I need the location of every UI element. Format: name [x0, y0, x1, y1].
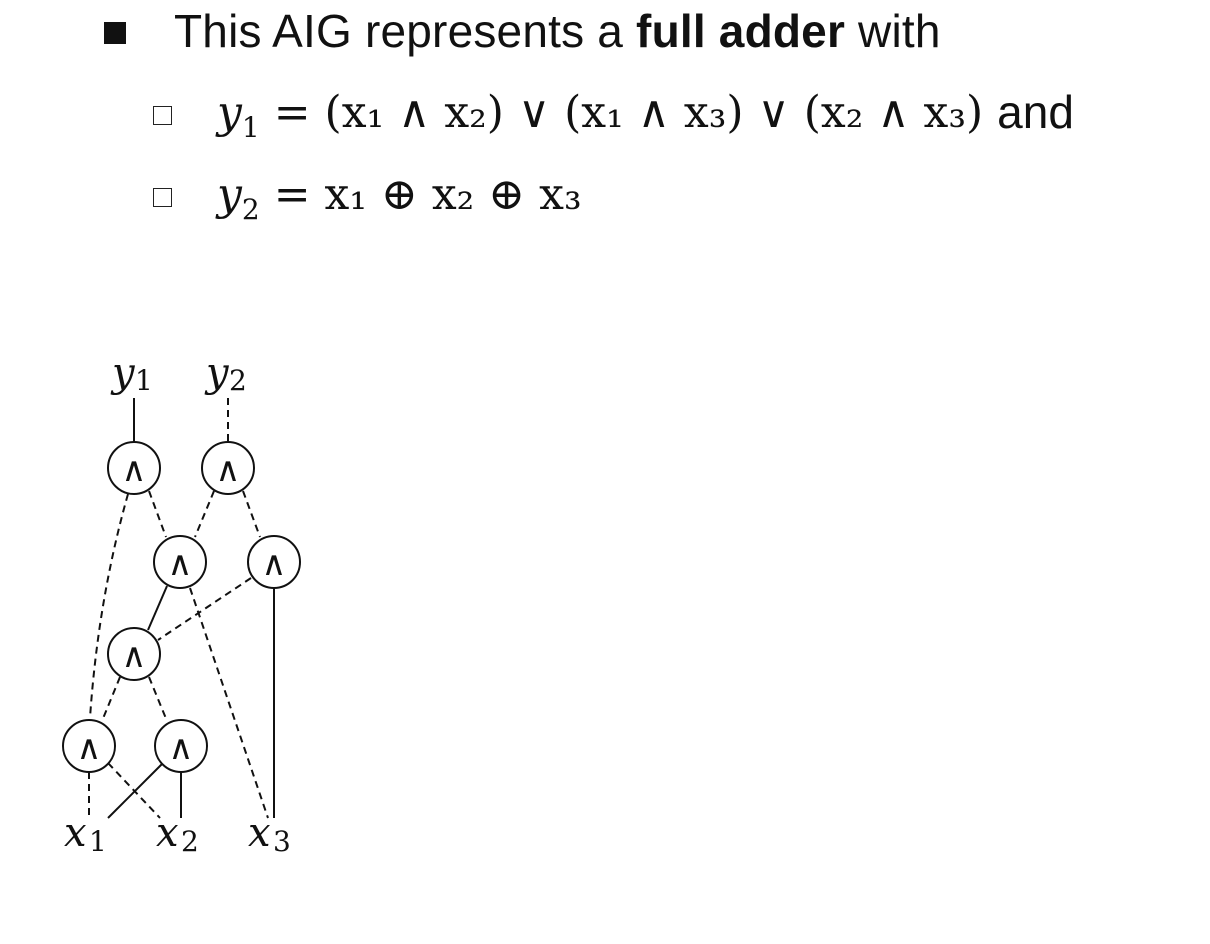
and-gate-icon: ∧ — [77, 728, 102, 768]
gate-e: ∧ — [201, 441, 255, 495]
open-square-bullet-icon — [153, 105, 172, 125]
bullet-text: This AIG represents a full adder with — [174, 4, 941, 58]
gate-a: ∧ — [107, 441, 161, 495]
and-gate-icon: ∧ — [122, 636, 147, 676]
main-bullet: This AIG represents a full adder with — [104, 0, 941, 62]
bullet-prefix: This AIG represents a — [174, 5, 637, 57]
input-x1-sub: 1 — [89, 825, 107, 858]
eq2-rhs: = x₁ ⊕ x₂ ⊕ x₃ — [273, 168, 582, 220]
filled-square-bullet-icon — [104, 22, 126, 44]
eq1-lhs-sub: 1 — [241, 110, 260, 144]
input-label-x3: x 3 — [248, 810, 291, 858]
and-gate-icon: ∧ — [168, 544, 193, 584]
and-gate-icon: ∧ — [262, 544, 287, 584]
edge-c-to-g — [148, 676, 168, 722]
input-label-x1: x 1 — [64, 810, 107, 858]
gate-c: ∧ — [107, 627, 161, 681]
open-square-bullet-icon — [153, 187, 172, 207]
equation-y2-math: y2 = x₁ ⊕ x₂ ⊕ x₃ — [217, 168, 582, 224]
output-label-y1: y 1 — [110, 350, 153, 397]
and-gate-icon: ∧ — [122, 450, 147, 490]
input-x3-name: x — [248, 810, 271, 856]
gate-b: ∧ — [153, 535, 207, 589]
output-y2-name: y — [204, 350, 230, 396]
equation-y1-math: y1 = (x₁ ∧ x₂) ∨ (x₁ ∧ x₃) ∨ (x₂ ∧ x₃) — [217, 86, 984, 142]
output-y2-sub: 2 — [229, 364, 247, 397]
equation-y2: y2 = x₁ ⊕ x₂ ⊕ x₃ — [153, 164, 582, 224]
gate-d: ∧ — [62, 719, 116, 773]
eq1-rhs: = (x₁ ∧ x₂) ∨ (x₁ ∧ x₃) ∨ (x₂ ∧ x₃) — [273, 86, 984, 138]
output-y1-name: y — [110, 350, 136, 396]
edge-a-to-b — [148, 490, 167, 538]
gate-g: ∧ — [154, 719, 208, 773]
output-y1-sub: 1 — [135, 364, 153, 397]
edge-d-to-x2 — [107, 762, 161, 819]
edge-f-to-c — [157, 577, 252, 641]
eq2-lhs: y — [217, 168, 242, 220]
equation-y1: y1 = (x₁ ∧ x₂) ∨ (x₁ ∧ x₃) ∨ (x₂ ∧ x₃) a… — [153, 82, 1074, 142]
edge-b-to-c — [147, 585, 168, 631]
edge-c-to-d — [101, 676, 121, 722]
bullet-bold: full adder — [636, 5, 846, 57]
input-x2-sub: 2 — [181, 825, 199, 858]
input-label-x2: x 2 — [156, 810, 199, 858]
input-x3-sub: 3 — [273, 825, 291, 858]
bullet-suffix: with — [845, 5, 941, 57]
and-gate-icon: ∧ — [169, 728, 194, 768]
output-label-y2: y 2 — [204, 350, 247, 397]
edge-e-to-f — [242, 490, 261, 538]
eq1-lhs: y — [217, 86, 242, 138]
eq2-lhs-sub: 2 — [241, 192, 260, 226]
eq1-trailing: and — [997, 86, 1074, 138]
edge-e-to-b — [194, 490, 215, 538]
input-x1-name: x — [64, 810, 87, 856]
gate-f: ∧ — [247, 535, 301, 589]
edge-g-to-x1 — [107, 763, 163, 819]
and-gate-icon: ∧ — [216, 450, 241, 490]
edge-b-to-x3 — [189, 587, 269, 819]
edge-a-to-d — [89, 493, 129, 719]
input-x2-name: x — [156, 810, 179, 856]
